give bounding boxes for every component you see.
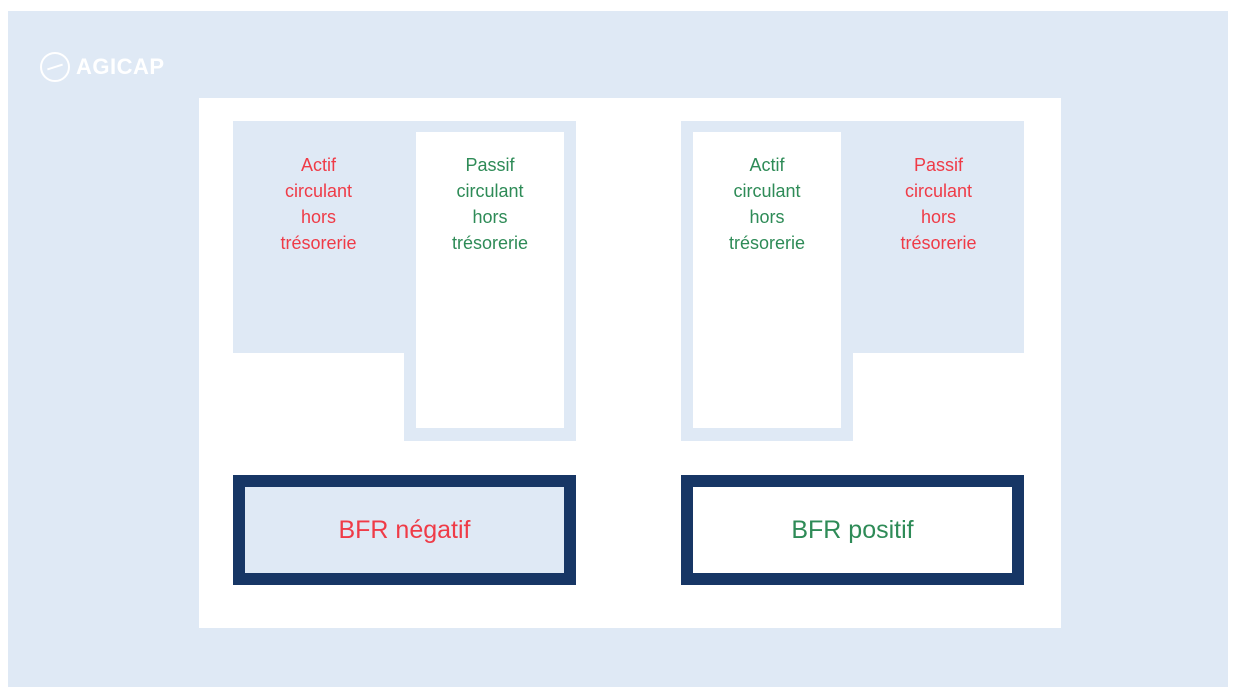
bfr-positif-label: BFR positif bbox=[791, 515, 914, 544]
bfr-negatif-box: BFR négatif bbox=[233, 475, 576, 585]
logo-icon bbox=[40, 52, 70, 82]
right-actif-block bbox=[693, 132, 841, 428]
left-actif-label: Actif circulant hors trésorerie bbox=[280, 155, 357, 253]
bfr-positif-box: BFR positif bbox=[681, 475, 1024, 585]
right-passif-label: Passif circulant hors trésorerie bbox=[900, 155, 977, 253]
logo: AGICAP bbox=[40, 49, 165, 85]
left-passif-label: Passif circulant hors trésorerie bbox=[451, 155, 529, 253]
left-passif-block bbox=[416, 132, 564, 428]
bfr-negatif-label: BFR négatif bbox=[338, 515, 471, 544]
diagram-background: AGICAP Actif circulant hors trésorerie P… bbox=[8, 11, 1228, 687]
logo-text: AGICAP bbox=[76, 54, 165, 79]
right-actif-label: Actif circulant hors trésorerie bbox=[728, 155, 806, 253]
diagram-panel: Actif circulant hors trésorerie Passif c… bbox=[199, 98, 1061, 628]
